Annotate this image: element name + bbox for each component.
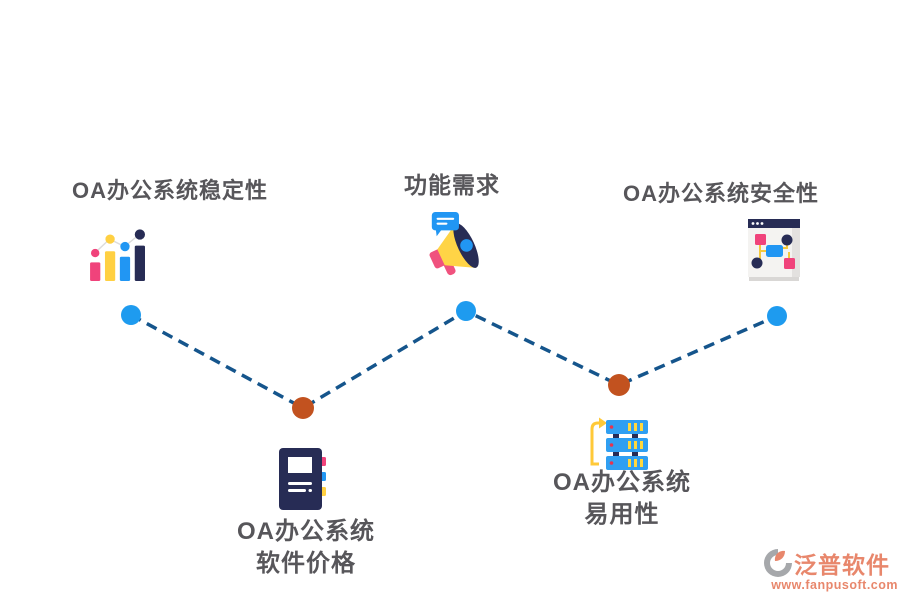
- bar-chart-icon: [87, 227, 149, 281]
- node-dot-features: [456, 301, 476, 321]
- label-features: 功能需求: [404, 172, 500, 198]
- label-stability: OA办公系统稳定性: [71, 178, 269, 203]
- label-price: OA办公系统 软件价格: [237, 516, 375, 580]
- label-security: OA办公系统安全性: [622, 181, 820, 206]
- flowchart-window-icon: [748, 219, 800, 283]
- node-dot-usability: [608, 374, 630, 396]
- brand-watermark: 泛普软件 www.fanpusoft.com: [762, 546, 898, 592]
- node-dot-stability: [121, 305, 141, 325]
- server-stack-icon: [582, 416, 650, 470]
- label-usability-line1: OA办公系统: [553, 469, 691, 496]
- brand-url: www.fanpusoft.com: [771, 578, 898, 592]
- brand-name: 泛普软件: [794, 552, 890, 578]
- label-usability-line2: 易用性: [584, 501, 660, 528]
- dashed-connector-line: [130, 309, 778, 411]
- node-dot-price: [292, 397, 314, 419]
- label-usability: OA办公系统 易用性: [553, 467, 691, 531]
- label-price-line1: OA办公系统: [237, 518, 375, 545]
- notebook-icon: [278, 447, 328, 511]
- node-dot-security: [767, 306, 787, 326]
- megaphone-icon: [425, 212, 491, 276]
- label-price-line2: 软件价格: [256, 550, 356, 577]
- fanpu-logo-icon: [762, 547, 794, 579]
